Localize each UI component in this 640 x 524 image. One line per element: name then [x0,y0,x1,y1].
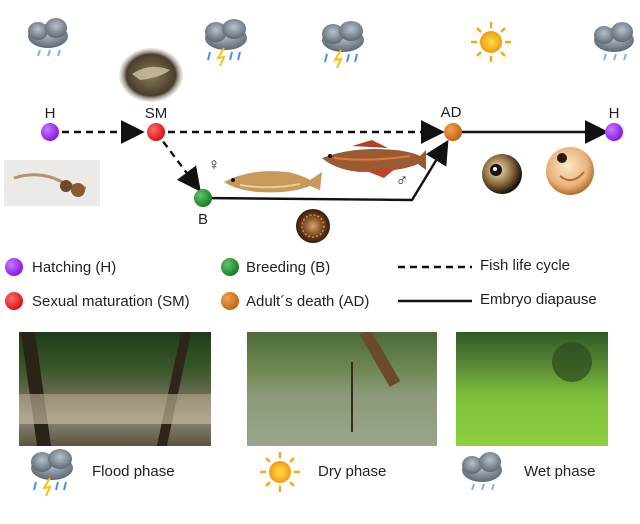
rain-cloud-icon [594,22,634,61]
egg-diapause-image [296,209,330,243]
legend-breeding-label: Breeding (B) [246,259,331,276]
juvenile-fish-photo [119,48,183,102]
legend-breeding-dot [221,258,239,276]
flood-phase-photo [19,332,211,446]
legend-sm-label: Sexual maturation (SM) [32,293,190,310]
node-label-h-start: H [45,105,56,122]
storm-rain-cloud-icon [205,19,247,67]
embryo-developed-image [546,147,594,195]
legend-ad-dot [221,292,239,310]
sun-icon [260,452,300,492]
dry-phase-label: Dry phase [318,463,387,480]
node-label-ad: AD [441,104,462,121]
wet-phase-photo [456,332,608,446]
legend-hatching-label: Hatching (H) [32,259,117,276]
rain-cloud-icon [462,452,502,491]
node-label-sm: SM [145,105,168,122]
storm-rain-cloud-icon [322,21,364,69]
legend-sm-dot [5,292,23,310]
male-fish-image [322,140,426,178]
legend-ad-label: Adult´s death (AD) [246,293,370,310]
life-cycle-diagram: H SM B AD H ♀ ♂ [4,18,634,243]
flood-phase-label: Flood phase [92,463,175,480]
adult-death-node [444,123,462,141]
storm-rain-cloud-icon [31,449,73,497]
embryo-diapause-line [202,139,449,202]
male-symbol: ♂ [396,171,409,190]
sun-icon [471,22,511,62]
rain-cloud-icon [28,18,68,57]
larva-photo [4,160,100,206]
female-symbol: ♀ [208,155,221,174]
legend-fish-life-cycle-label: Fish life cycle [480,257,571,274]
female-fish-image [224,171,322,193]
sexual-maturation-node [147,123,165,141]
node-label-h-end: H [609,105,620,122]
life-cycle-dashed-line [155,131,201,192]
hatching-node [605,123,623,141]
breeding-node [194,189,212,207]
embryo-eye-image [482,154,522,194]
dry-phase-photo [247,332,437,446]
hatching-node [41,123,59,141]
node-label-b: B [198,211,208,228]
wet-phase-label: Wet phase [524,463,596,480]
legend-embryo-diapause-label: Embryo diapause [480,291,597,308]
legend [5,258,472,310]
legend-hatching-dot [5,258,23,276]
